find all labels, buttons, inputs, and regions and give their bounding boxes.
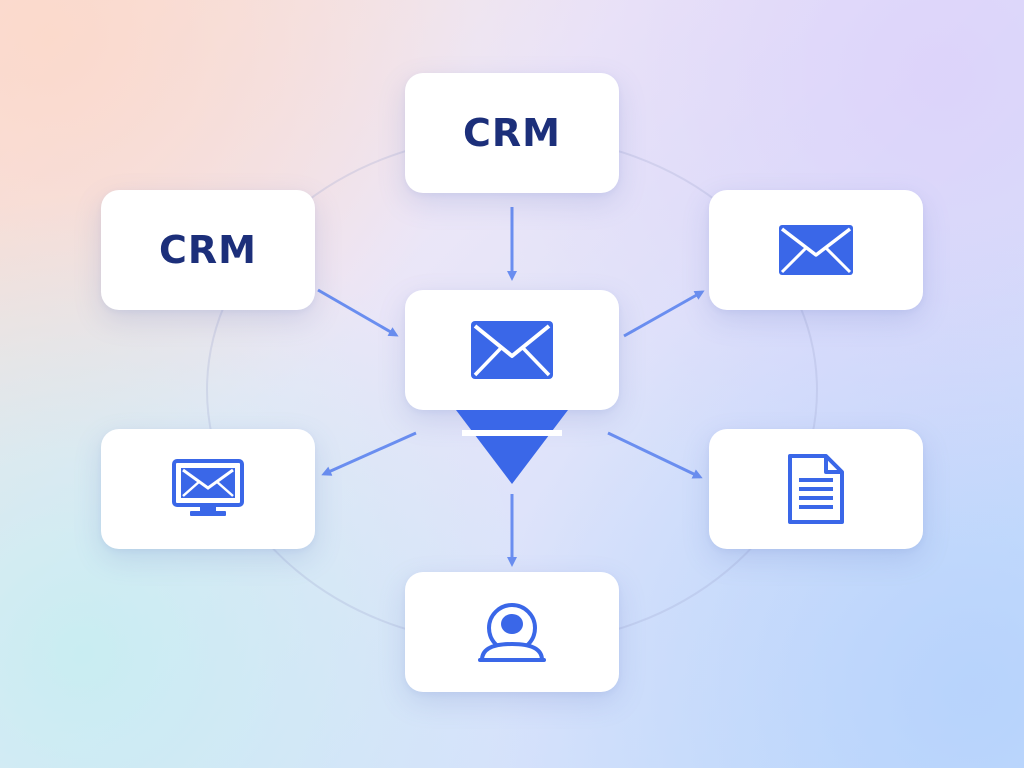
monitor-envelope-icon [172, 459, 244, 516]
arrow-center-to-righttop [623, 290, 705, 338]
user-card[interactable] [405, 572, 619, 692]
arrow-funnel-to-rightbottom [607, 431, 703, 479]
document-card[interactable] [709, 429, 923, 549]
funnel-icon [456, 410, 568, 484]
crm-card-left[interactable]: CRM [101, 190, 315, 310]
user-avatar-icon [478, 603, 546, 662]
email-monitor-card[interactable] [101, 429, 315, 549]
arrow-funnel-to-leftbottom [321, 431, 417, 476]
envelope-icon [471, 321, 553, 379]
crm-label-top: CRM [463, 111, 561, 155]
crm-label-left: CRM [159, 228, 257, 272]
crm-card-top[interactable]: CRM [405, 73, 619, 193]
arrow-lefttop-to-center [317, 288, 399, 337]
envelope-icon [779, 225, 853, 275]
document-icon [788, 454, 844, 524]
email-hub-card[interactable] [405, 290, 619, 410]
email-card-right[interactable] [709, 190, 923, 310]
